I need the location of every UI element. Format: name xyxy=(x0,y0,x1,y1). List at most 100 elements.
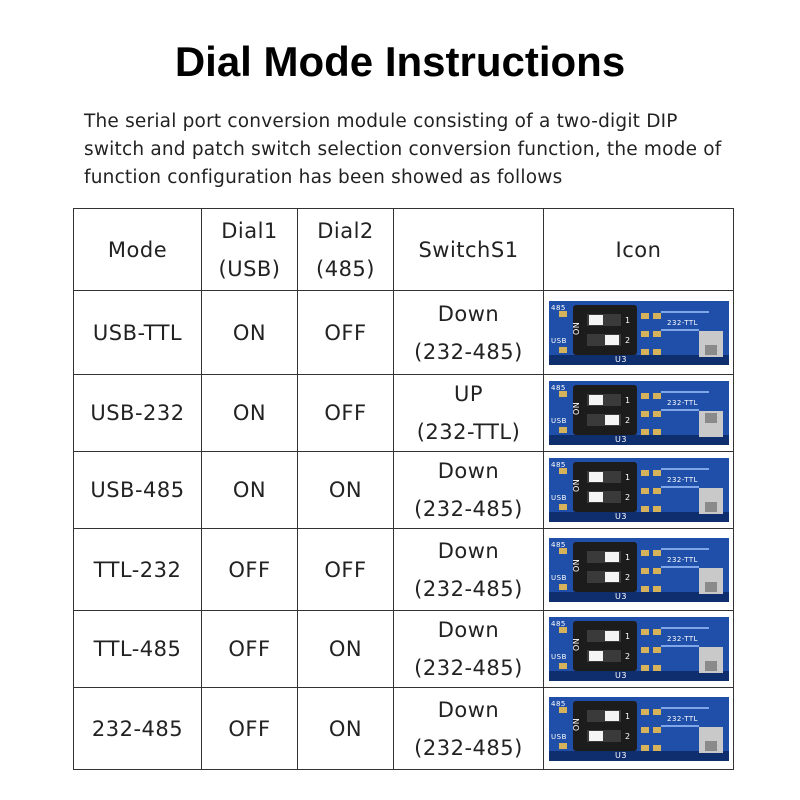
solder-pad xyxy=(652,629,661,635)
silk-usb-label: USB xyxy=(551,653,567,661)
silk-485-label: 485 xyxy=(551,620,566,628)
dip-switch-body xyxy=(572,621,637,671)
solder-pad xyxy=(640,312,649,319)
header-dial1: Dial1 (USB) xyxy=(201,208,298,291)
dip-switch-body xyxy=(572,541,637,592)
cell-switch: Down (232-485) xyxy=(393,290,544,375)
header-mode: Mode xyxy=(73,208,202,291)
dip-on-label: ON xyxy=(572,558,581,571)
solder-pad xyxy=(652,585,661,592)
cell-mode: USB-485 xyxy=(73,451,202,529)
cell-switch: Down (232-485) xyxy=(393,610,544,688)
page-title: Dial Mode Instructions xyxy=(174,38,626,85)
solder-pad xyxy=(640,348,649,355)
pcb-trace xyxy=(660,547,709,550)
switch-position: Down xyxy=(437,301,500,326)
silk-485-label: 485 xyxy=(551,304,566,312)
solder-pad xyxy=(558,504,567,510)
silk-485-label: 485 xyxy=(551,461,566,469)
solder-pad xyxy=(640,411,649,417)
solder-pad xyxy=(558,468,567,474)
cell-mode: USB-232 xyxy=(73,374,202,452)
pcb-trace xyxy=(660,627,709,629)
cell-dial2: ON xyxy=(297,451,394,529)
silk-ttl-label: 232-TTL xyxy=(667,476,698,484)
silk-chip-label: U3 xyxy=(615,751,627,760)
solder-pad xyxy=(558,627,567,633)
solder-pad xyxy=(652,429,661,435)
dip-lever xyxy=(588,730,603,741)
dip-lever xyxy=(604,334,619,345)
silk-usb-label: USB xyxy=(551,337,567,345)
pcb-trace xyxy=(660,645,699,647)
pcb-edge xyxy=(548,435,729,445)
silk-485-label: 485 xyxy=(551,541,566,549)
header-dial1-name: Dial1 xyxy=(221,218,278,243)
solder-pad xyxy=(558,391,567,397)
dip-switch-body xyxy=(572,462,637,512)
pcb-trace xyxy=(660,565,699,568)
pcb-edge xyxy=(548,354,729,365)
solder-pad xyxy=(558,663,567,669)
dip-lever xyxy=(588,314,603,325)
silk-chip-label: U3 xyxy=(615,435,627,444)
solder-pad xyxy=(640,647,649,653)
pcb-trace xyxy=(660,391,709,393)
cell-mode: USB-TTL xyxy=(73,290,202,375)
silk-usb-label: USB xyxy=(551,733,567,741)
slide-switch-knob xyxy=(704,661,717,671)
dip-lever xyxy=(604,710,619,721)
silk-485-label: 485 xyxy=(551,700,566,708)
dip-2-label: 2 xyxy=(625,652,631,661)
silk-usb-label: USB xyxy=(551,417,567,425)
switch-mode: (232-485) xyxy=(414,735,523,760)
solder-pad xyxy=(640,506,649,512)
silk-chip-label: U3 xyxy=(615,355,627,364)
pcb-edge xyxy=(548,671,729,681)
cell-dial2: OFF xyxy=(297,528,394,611)
solder-pad xyxy=(640,567,649,574)
solder-pad xyxy=(652,488,661,494)
dip-on-label: ON xyxy=(572,638,581,651)
solder-pad xyxy=(640,665,649,671)
slide-switch-knob xyxy=(704,344,717,355)
solder-pad xyxy=(640,744,649,751)
dip-2-label: 2 xyxy=(625,336,631,345)
pcb-trace xyxy=(660,468,709,470)
solder-pad xyxy=(558,742,567,749)
solder-pad xyxy=(640,488,649,494)
solder-pad xyxy=(652,744,661,751)
cell-dial1: ON xyxy=(201,374,298,452)
cell-dial1: OFF xyxy=(201,687,298,770)
solder-pad xyxy=(652,411,661,417)
solder-pad xyxy=(558,310,567,317)
solder-pad xyxy=(640,330,649,337)
intro-paragraph: The serial port conversion module consis… xyxy=(84,108,754,192)
intro-line: function configuration has been showed a… xyxy=(84,167,563,188)
dip-lever xyxy=(588,492,603,502)
pcb-trace xyxy=(660,409,699,411)
cell-switch: Down (232-485) xyxy=(393,687,544,770)
solder-pad xyxy=(558,547,567,554)
silk-usb-label: USB xyxy=(551,494,567,502)
switch-mode: (232-485) xyxy=(414,656,523,680)
cell-mode: TTL-232 xyxy=(73,528,202,611)
solder-pad xyxy=(640,549,649,556)
cell-dial2: OFF xyxy=(297,374,394,452)
solder-pad xyxy=(558,346,567,353)
dip-switch-body xyxy=(572,700,637,751)
silk-ttl-label: 232-TTL xyxy=(667,635,698,643)
dip-lever xyxy=(604,571,619,582)
switch-position: Down xyxy=(437,618,500,642)
silk-ttl-label: 232-TTL xyxy=(667,715,698,723)
